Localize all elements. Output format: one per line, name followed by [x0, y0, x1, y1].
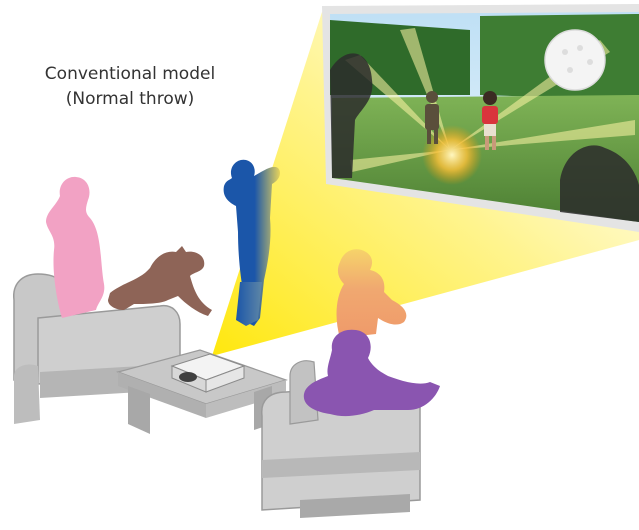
caption-line-1: Conventional model [10, 62, 250, 87]
golf-ball-icon [545, 30, 605, 90]
caption-text: Conventional model (Normal throw) [10, 62, 250, 112]
caption-line-2: (Normal throw) [10, 87, 250, 112]
person-purple-silhouette [304, 330, 440, 416]
